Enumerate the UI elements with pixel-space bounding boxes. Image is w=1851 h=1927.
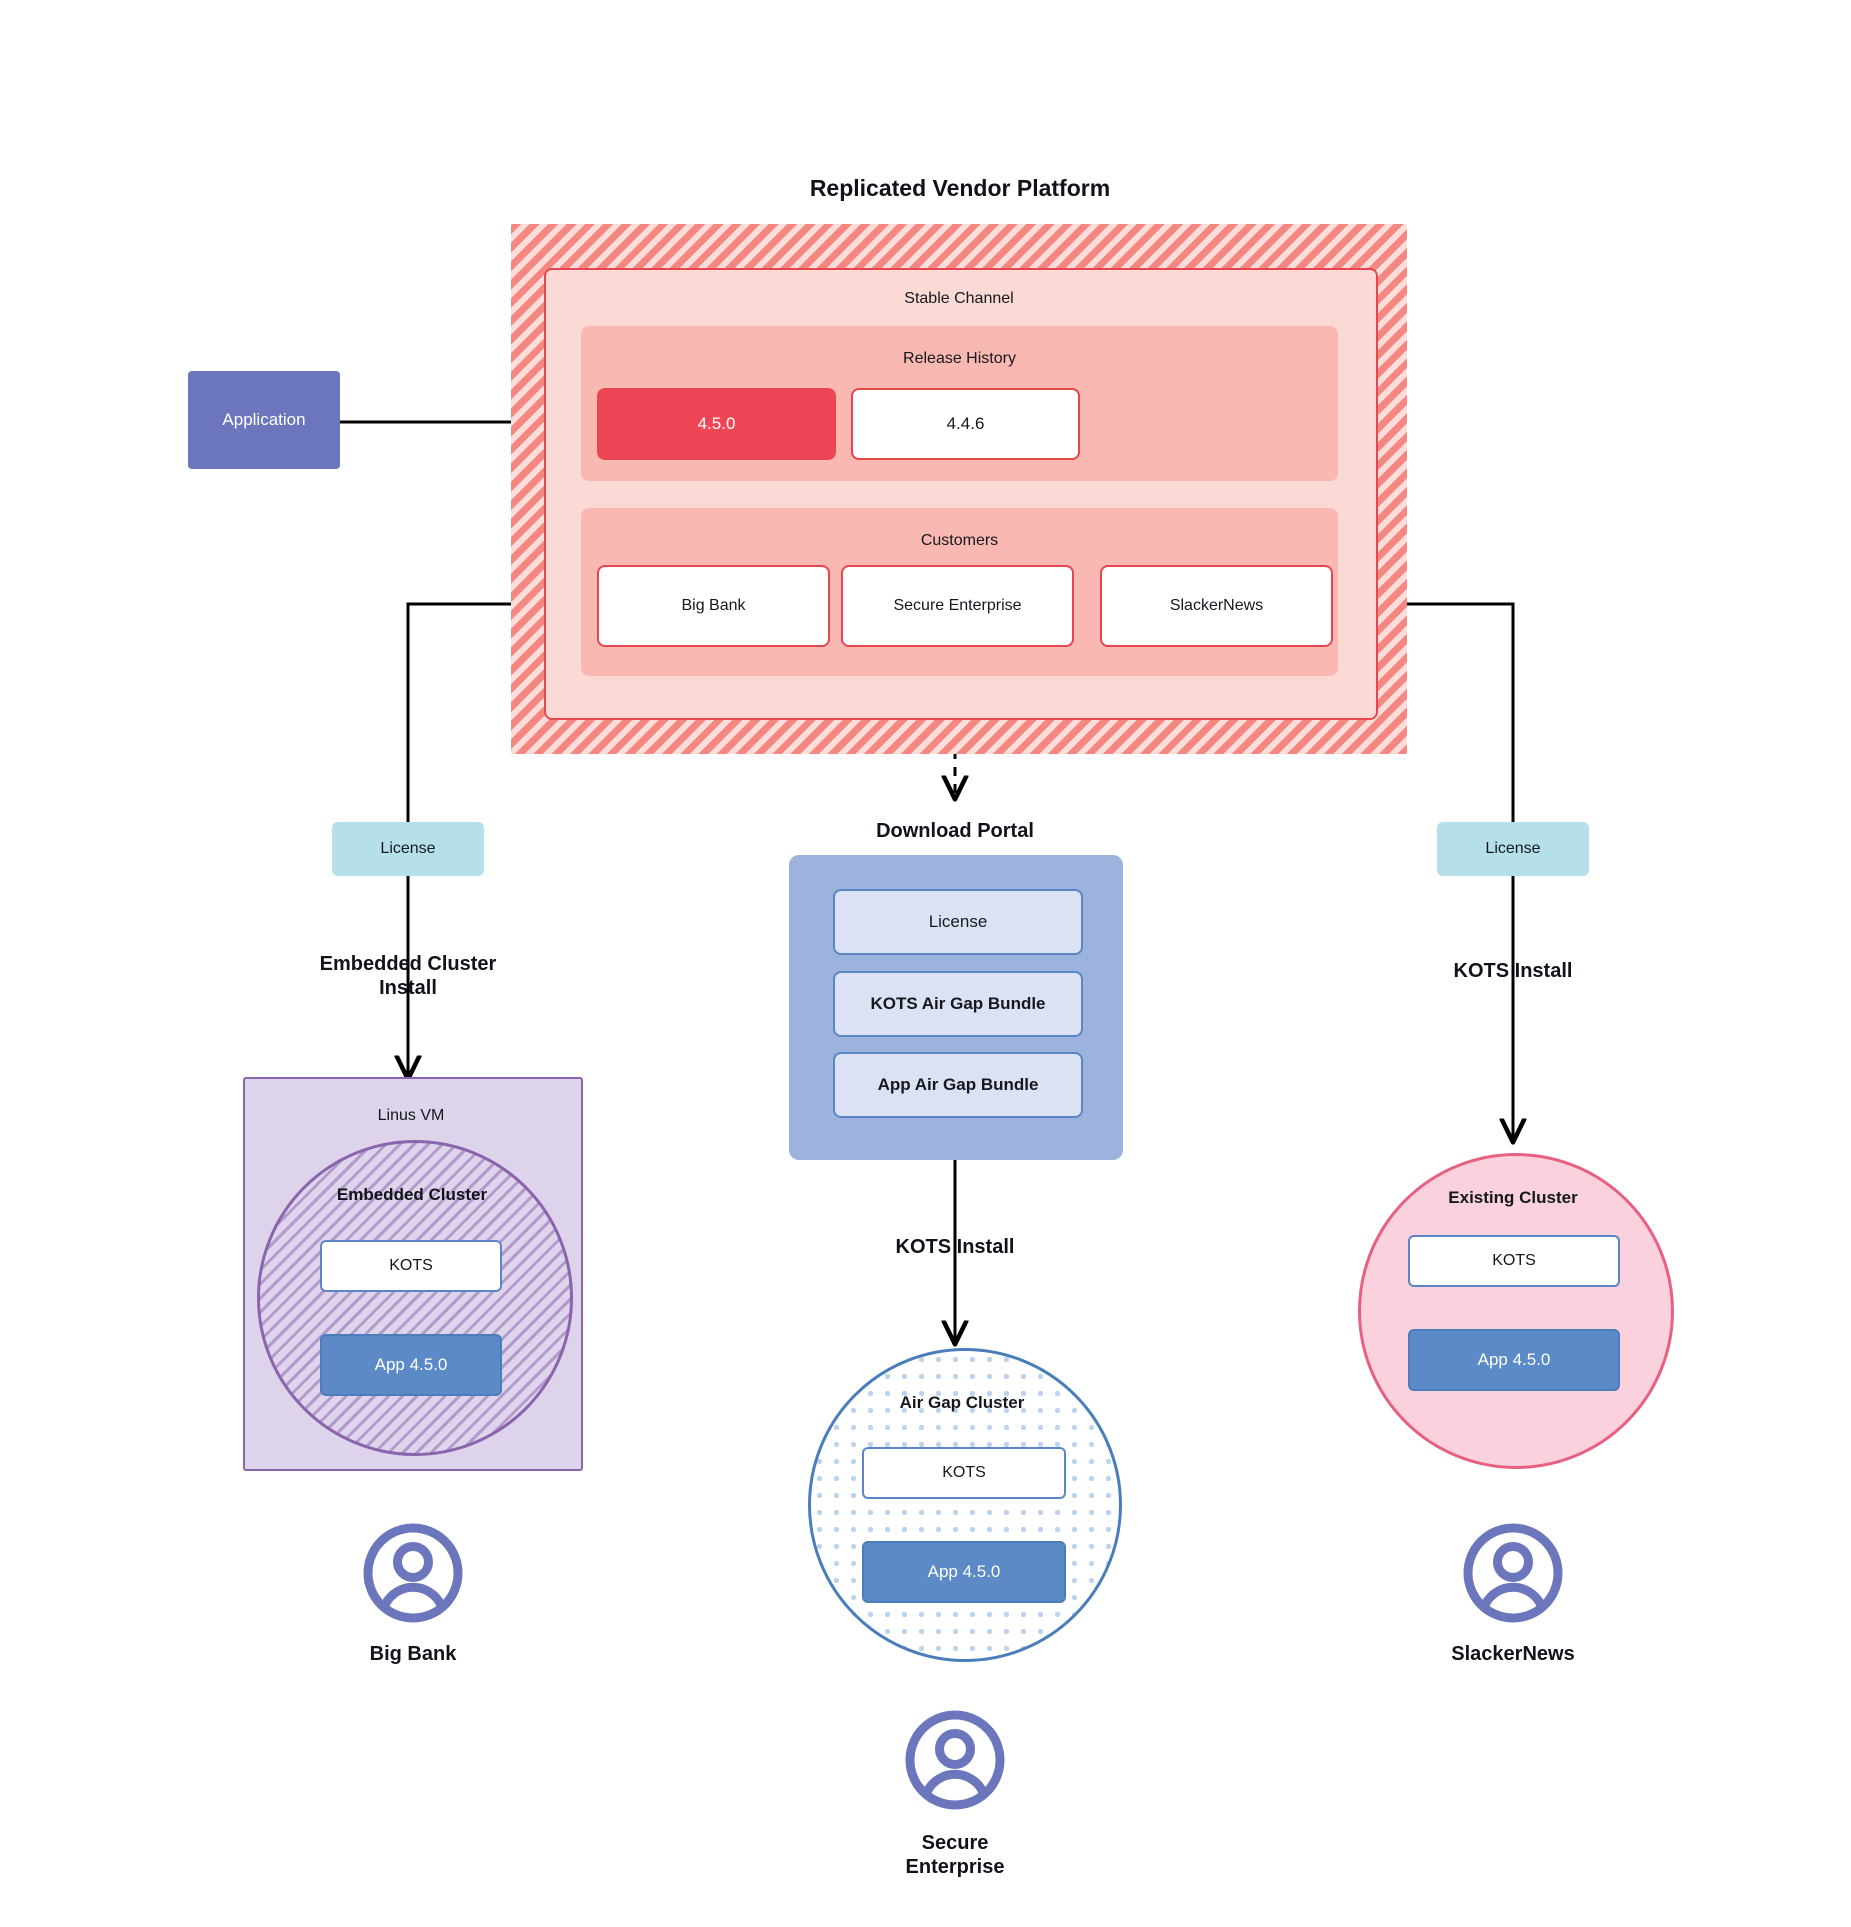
kots-label: KOTS bbox=[389, 1257, 433, 1274]
avatar-slackernews bbox=[1463, 1523, 1563, 1623]
customer-box-slackernews[interactable]: SlackerNews bbox=[1100, 565, 1333, 647]
customer-box-big-bank[interactable]: Big Bank bbox=[597, 565, 830, 647]
existing-cluster-circle bbox=[1358, 1153, 1674, 1469]
app-version-box-left[interactable]: App 4.5.0 bbox=[320, 1334, 502, 1396]
app-version-label: App 4.5.0 bbox=[1477, 1350, 1551, 1369]
user-avatar-icon bbox=[363, 1523, 463, 1623]
user-avatar-icon bbox=[1463, 1523, 1563, 1623]
stable-channel-label: Stable Channel bbox=[904, 290, 1014, 307]
customer-name-label: Secure Enterprise bbox=[893, 597, 1022, 614]
air-gap-cluster-label: Air Gap Cluster bbox=[899, 1393, 1025, 1413]
license-label: License bbox=[1485, 840, 1541, 857]
customer-box-secure-enterprise[interactable]: Secure Enterprise bbox=[841, 565, 1074, 647]
existing-cluster-label: Existing Cluster bbox=[1448, 1188, 1578, 1208]
release-item-current[interactable]: 4.5.0 bbox=[597, 388, 836, 460]
portal-item-label: App Air Gap Bundle bbox=[877, 1075, 1039, 1094]
customer-name-label: SlackerNews bbox=[1169, 597, 1264, 614]
user-avatar-icon bbox=[905, 1710, 1005, 1810]
app-version-box-center[interactable]: App 4.5.0 bbox=[862, 1541, 1066, 1603]
customer-caption-big-bank: Big Bank bbox=[369, 1642, 457, 1665]
kots-box-center[interactable]: KOTS bbox=[862, 1447, 1066, 1499]
kots-box-left[interactable]: KOTS bbox=[320, 1240, 502, 1292]
customer-caption-slackernews: SlackerNews bbox=[1451, 1642, 1575, 1665]
release-version-label: 4.4.6 bbox=[946, 414, 985, 433]
avatar-big-bank bbox=[363, 1523, 463, 1623]
app-version-label: App 4.5.0 bbox=[927, 1562, 1001, 1581]
linux-vm-label: Linus VM bbox=[377, 1107, 445, 1124]
embedded-cluster-install-label: Embedded Cluster Install bbox=[319, 952, 497, 999]
page-title: Replicated Vendor Platform bbox=[809, 174, 1111, 201]
right-kots-install-label: KOTS Install bbox=[1453, 959, 1573, 982]
embedded-cluster-label: Embedded Cluster bbox=[336, 1184, 488, 1204]
kots-label: KOTS bbox=[1492, 1252, 1536, 1269]
customer-caption-secure-enterprise: Secure Enterprise bbox=[905, 1831, 1005, 1878]
portal-item-kots-air-gap-bundle[interactable]: KOTS Air Gap Bundle bbox=[833, 971, 1083, 1037]
air-gap-cluster-circle bbox=[808, 1348, 1122, 1662]
download-portal-title: Download Portal bbox=[876, 819, 1034, 842]
customer-name-label: Big Bank bbox=[681, 597, 746, 614]
kots-label: KOTS bbox=[942, 1464, 986, 1481]
customers-label: Customers bbox=[920, 532, 999, 549]
kots-box-right[interactable]: KOTS bbox=[1408, 1235, 1620, 1287]
portal-item-app-air-gap-bundle[interactable]: App Air Gap Bundle bbox=[833, 1052, 1083, 1118]
app-version-box-right[interactable]: App 4.5.0 bbox=[1408, 1329, 1620, 1391]
app-version-label: App 4.5.0 bbox=[374, 1355, 448, 1374]
release-item-previous[interactable]: 4.4.6 bbox=[851, 388, 1080, 460]
portal-item-label: License bbox=[928, 912, 988, 931]
release-history-label: Release History bbox=[903, 350, 1016, 367]
application-label: Application bbox=[222, 410, 306, 429]
avatar-secure-enterprise bbox=[905, 1710, 1005, 1810]
application-box[interactable]: Application bbox=[188, 371, 340, 469]
center-kots-install-label: KOTS Install bbox=[895, 1235, 1015, 1258]
license-box-left[interactable]: License bbox=[332, 822, 484, 876]
portal-item-license[interactable]: License bbox=[833, 889, 1083, 955]
license-box-right[interactable]: License bbox=[1437, 822, 1589, 876]
embedded-cluster-circle bbox=[257, 1140, 573, 1456]
portal-item-label: KOTS Air Gap Bundle bbox=[870, 994, 1046, 1013]
license-label: License bbox=[380, 840, 436, 857]
release-version-label: 4.5.0 bbox=[697, 414, 736, 433]
